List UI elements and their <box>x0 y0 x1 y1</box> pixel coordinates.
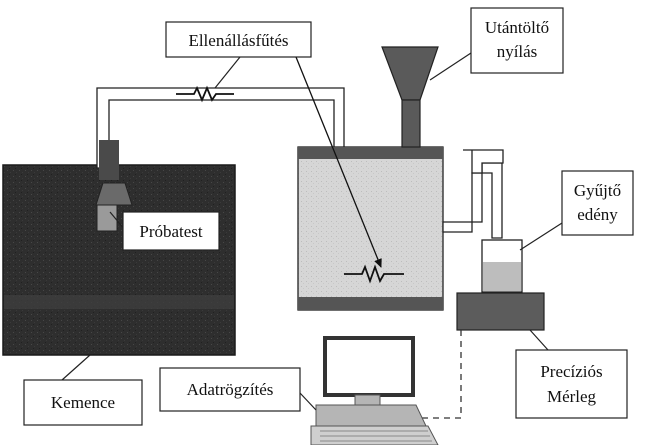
pipe-resistor-icon <box>176 85 234 103</box>
tank-body <box>297 146 444 311</box>
label-collector-line2: edény <box>577 205 618 224</box>
label-datalogger-text: Adatrögzítés <box>187 380 274 399</box>
label-refill-line1: Utántöltő <box>485 18 549 37</box>
label-refill-line2: nyílás <box>497 42 538 61</box>
tank-top-band <box>298 147 443 159</box>
furnace-band <box>4 295 234 309</box>
overflow-pipe <box>442 149 504 239</box>
tank-bottom-band <box>298 297 443 310</box>
label-scale: Precíziós Mérleg <box>515 349 628 419</box>
computer-icon <box>310 336 439 445</box>
label-specimen: Próbatest <box>122 211 220 251</box>
data-cable <box>408 330 462 419</box>
specimen <box>96 204 118 232</box>
label-refill: Utántöltő nyílás <box>470 7 564 74</box>
specimen-holder <box>95 182 133 232</box>
label-furnace-text: Kemence <box>51 393 115 412</box>
pipe-downcomer <box>99 140 119 180</box>
label-scale-line2: Mérleg <box>547 387 597 406</box>
tank <box>297 146 444 311</box>
label-datalogger: Adatrögzítés <box>159 367 301 412</box>
label-heater-text: Ellenállásfűtés <box>188 31 288 50</box>
leader-lines <box>61 52 563 411</box>
label-furnace: Kemence <box>23 379 143 426</box>
label-specimen-text: Próbatest <box>139 222 203 241</box>
refill-hopper <box>381 46 439 148</box>
label-collector-line1: Gyűjtő <box>574 181 621 200</box>
scale-block <box>456 292 545 331</box>
tank-resistor-icon <box>344 264 404 284</box>
label-heater: Ellenállásfűtés <box>165 21 312 58</box>
collector-vessel <box>481 239 523 293</box>
label-collector: Gyűjtő edény <box>561 170 634 236</box>
label-scale-line1: Precíziós <box>540 362 602 381</box>
